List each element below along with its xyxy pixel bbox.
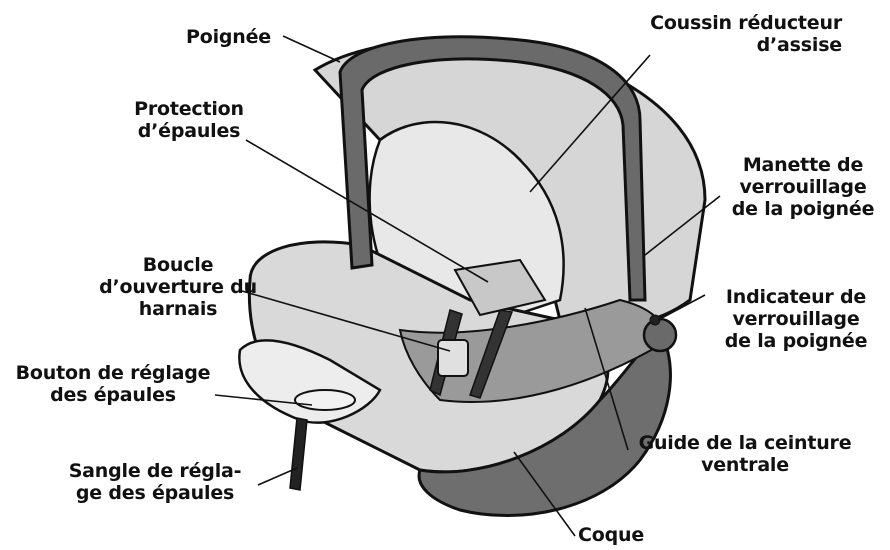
label-coussin-line-2: d’assise: [650, 34, 842, 56]
label-boucle-line-1: Boucle: [98, 254, 258, 276]
label-coussin: Coussin réducteur d’assise: [650, 12, 842, 56]
label-coque-line-1: Coque: [578, 524, 644, 546]
label-manette-line-1: Manette de: [728, 154, 878, 176]
label-protection: Protection d’épaules: [124, 98, 254, 142]
leader-poignee: [283, 36, 340, 62]
shoulder-adjust-button: [295, 390, 355, 410]
label-bouton-line-1: Bouton de réglage: [4, 362, 222, 384]
label-boucle: Boucle d’ouverture du harnais: [98, 254, 258, 320]
label-sangle-line-2: ge des épaules: [50, 482, 260, 504]
label-poignee: Poignée: [186, 26, 271, 48]
label-manette-line-2: verrouillage: [728, 176, 878, 198]
label-guide-line-2: ventrale: [620, 454, 870, 476]
label-indicateur-line-1: Indicateur de: [708, 286, 884, 308]
label-guide-line-1: Guide de la ceinture: [620, 432, 870, 454]
label-boucle-line-3: harnais: [98, 298, 258, 320]
label-coque: Coque: [578, 524, 644, 546]
label-indicateur: Indicateur de verrouillage de la poignée: [708, 286, 884, 352]
handle-pivot: [644, 319, 676, 351]
label-bouton: Bouton de réglage des épaules: [4, 362, 222, 406]
label-indicateur-line-3: de la poignée: [708, 330, 884, 352]
label-guide: Guide de la ceinture ventrale: [620, 432, 870, 476]
label-protection-line-2: d’épaules: [124, 120, 254, 142]
label-manette-line-3: de la poignée: [728, 198, 878, 220]
label-boucle-line-2: d’ouverture du: [98, 276, 258, 298]
label-poignee-line-1: Poignée: [186, 26, 271, 48]
label-coussin-line-1: Coussin réducteur: [650, 12, 842, 34]
label-indicateur-line-2: verrouillage: [708, 308, 884, 330]
label-sangle-line-1: Sangle de régla-: [50, 460, 260, 482]
label-sangle: Sangle de régla- ge des épaules: [50, 460, 260, 504]
adjust-strap: [290, 418, 307, 490]
label-protection-line-1: Protection: [124, 98, 254, 120]
harness-buckle: [438, 340, 468, 376]
label-bouton-line-2: des épaules: [4, 384, 222, 406]
label-manette: Manette de verrouillage de la poignée: [728, 154, 878, 220]
